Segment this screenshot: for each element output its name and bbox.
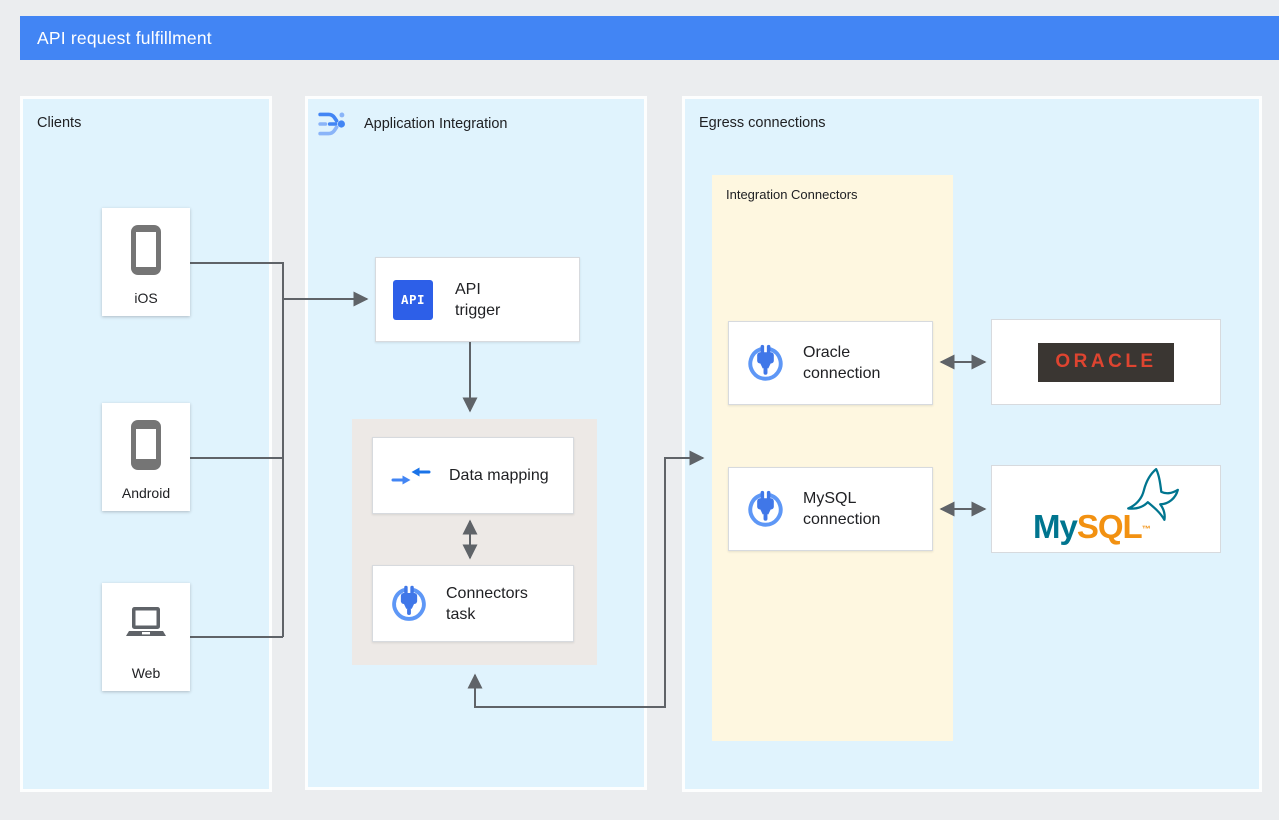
data-mapping-node: Data mapping [372,437,574,514]
client-card-web: Web [102,583,190,691]
connector-plug-icon [748,490,783,527]
application-integration-title: Application Integration [364,116,508,132]
client-card-ios: iOS [102,208,190,316]
oracle-connection-node: Oracle connection [728,321,933,405]
data-mapping-label: Data mapping [449,467,549,484]
mysql-dolphin-icon [1127,468,1179,521]
connector-plug-icon [748,344,783,381]
connectors-task-node: Connectors task [372,565,574,642]
data-mapping-arrows-icon [391,467,431,484]
client-label: Android [121,485,171,501]
api-trigger-icon: API [393,279,433,320]
oracle-connection-label: Oracle connection [803,344,881,382]
client-label: Web [131,665,161,681]
integration-connectors-box: Integration Connectors [712,175,953,741]
client-card-android: Android [102,403,190,511]
egress-connections-title: Egress connections [699,115,826,131]
connector-plug-icon [392,585,426,621]
application-integration-icon [318,112,345,136]
application-integration-header: Application Integration [318,109,508,139]
smartphone-icon [131,420,161,470]
integration-connectors-title: Integration Connectors [726,187,858,202]
connectors-task-label: Connectors task [446,584,528,623]
clients-panel-title: Clients [37,115,82,131]
mysql-logo: MySQL™ [1021,468,1191,548]
api-trigger-label: API trigger [455,280,501,319]
oracle-database-card: ORACLE [991,319,1221,405]
oracle-logo: ORACLE [1038,342,1174,382]
mysql-wordmark: MySQL™ [1033,508,1151,545]
smartphone-icon [131,225,161,275]
client-label: iOS [134,290,158,306]
mysql-database-card: MySQL™ [991,465,1221,553]
mysql-connection-node: MySQL connection [728,467,933,551]
diagram-title-bar: API request fulfillment [20,16,1279,60]
laptop-icon [126,607,166,636]
api-trigger-node: API API trigger [375,257,580,342]
mysql-connection-label: MySQL connection [803,490,881,528]
diagram-title: API request fulfillment [37,27,212,48]
